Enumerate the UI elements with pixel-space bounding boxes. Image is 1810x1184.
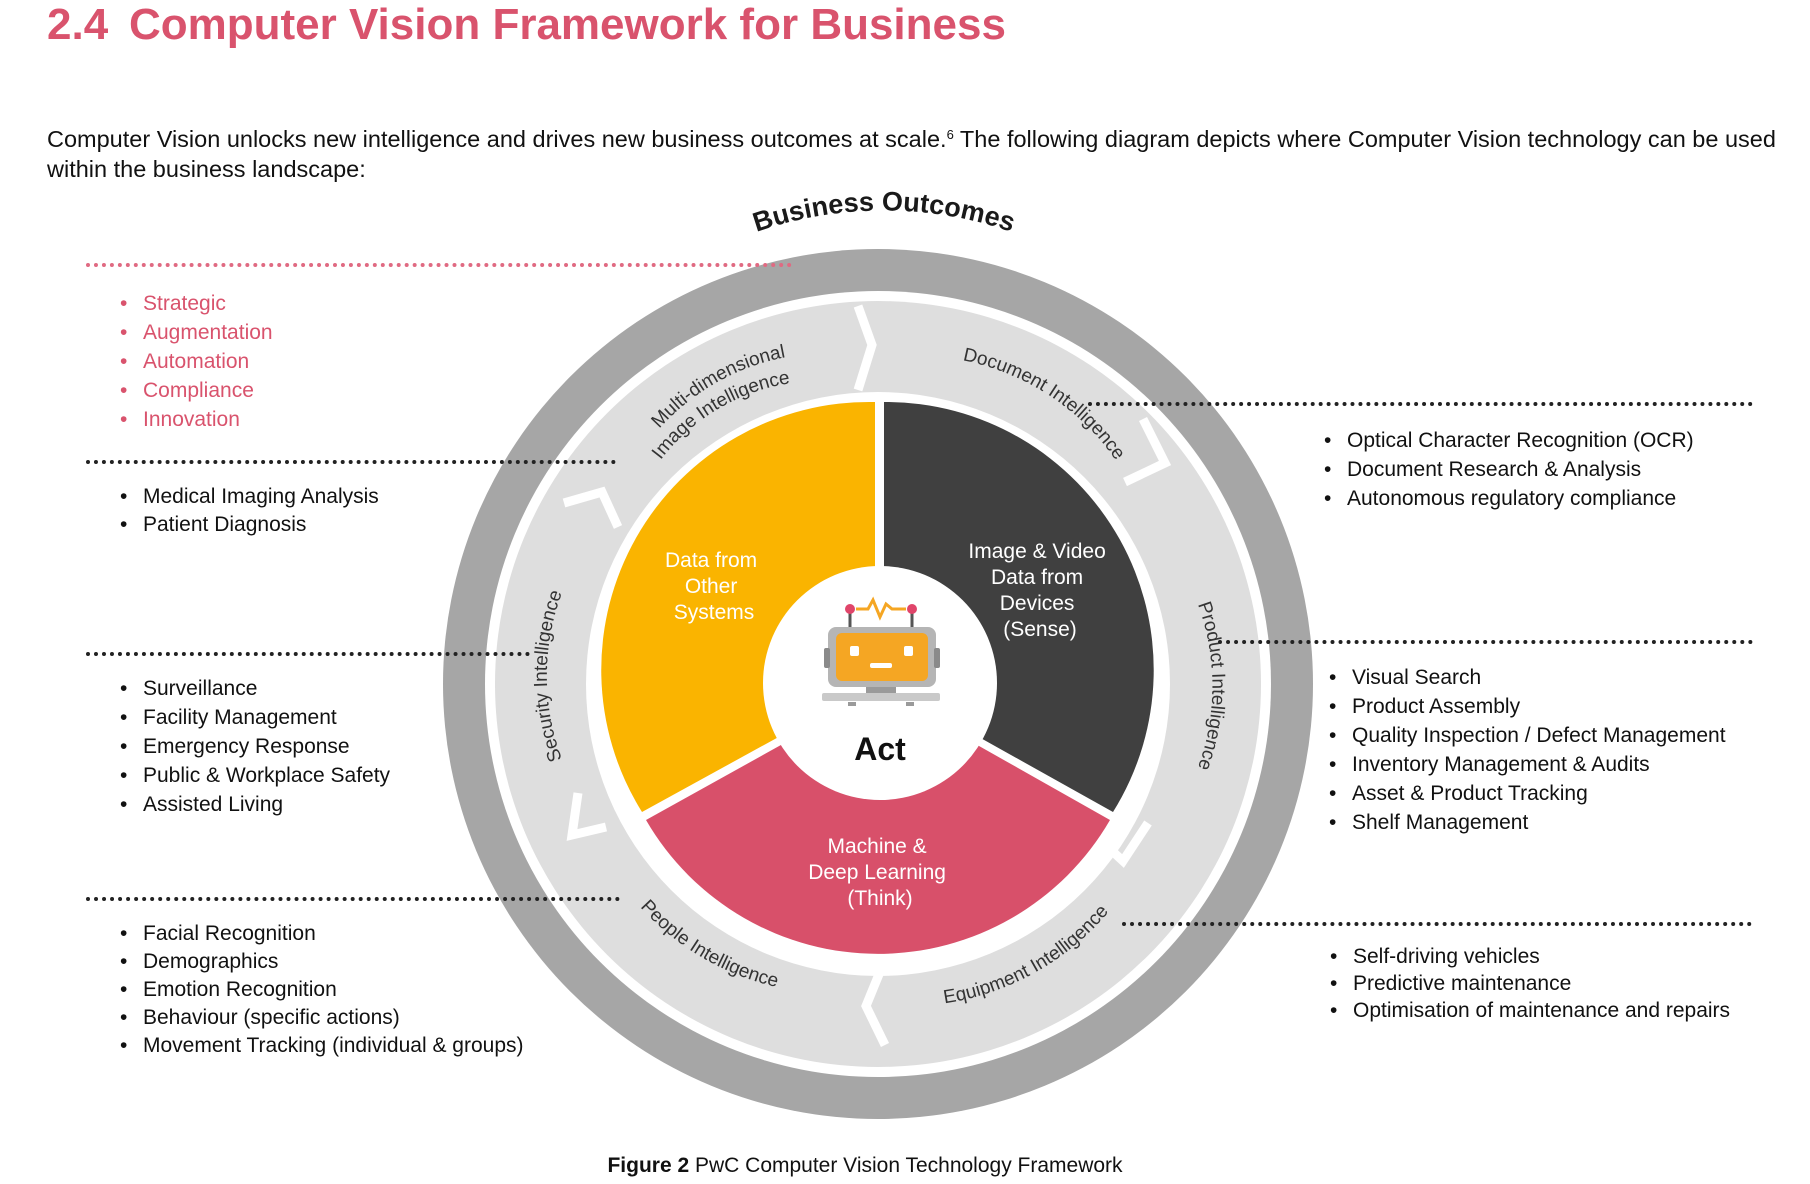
business-outcomes-list: Strategic Augmentation Automation Compli… — [118, 289, 273, 434]
business-outcomes-text: Business Outcomes — [749, 186, 1019, 237]
other-systems-label-line: Other — [685, 575, 738, 598]
image-intelligence-list: Medical Imaging Analysis Patient Diagnos… — [118, 483, 379, 539]
list-item: Autonomous regulatory compliance — [1322, 484, 1694, 513]
list-item: Augmentation — [118, 318, 273, 347]
act-label: Act — [854, 731, 906, 767]
list-item: Strategic — [118, 289, 273, 318]
list-item: Innovation — [118, 405, 273, 434]
sense-label-line: Devices — [1000, 592, 1075, 615]
think-label-line: Deep Learning — [808, 861, 946, 884]
list-item: Emotion Recognition — [118, 976, 524, 1004]
equipment-intelligence-leader — [1122, 922, 1752, 926]
people-intelligence-list: Facial Recognition Demographics Emotion … — [118, 920, 524, 1060]
list-item: Assisted Living — [118, 790, 390, 819]
list-item: Public & Workplace Safety — [118, 761, 390, 790]
list-item: Document Research & Analysis — [1322, 455, 1694, 484]
sense-label-line: Data from — [991, 566, 1083, 589]
list-item: Movement Tracking (individual & groups) — [118, 1032, 524, 1060]
list-item: Optical Character Recognition (OCR) — [1322, 426, 1694, 455]
list-item: Visual Search — [1327, 663, 1726, 692]
footnote-reference[interactable]: 6 — [946, 127, 954, 142]
think-segment — [646, 690, 1110, 954]
intro-text-start: Computer Vision unlocks new intelligence… — [47, 126, 947, 152]
section-heading: 2.4 Computer Vision Framework for Busines… — [47, 0, 1006, 50]
business-outcomes-label: Business Outcomes — [749, 186, 1019, 237]
list-item: Facility Management — [118, 703, 390, 732]
business-outcomes-leader — [86, 263, 792, 267]
section-title: Computer Vision Framework for Business — [129, 0, 1006, 49]
list-item: Facial Recognition — [118, 920, 524, 948]
list-item: Surveillance — [118, 674, 390, 703]
security-intelligence-leader — [86, 652, 530, 656]
list-item: Quality Inspection / Defect Management — [1327, 721, 1726, 750]
list-item: Optimisation of maintenance and repairs — [1328, 997, 1730, 1024]
robot-icon — [822, 596, 940, 706]
people-intelligence-leader — [86, 897, 620, 901]
list-item: Self-driving vehicles — [1328, 943, 1730, 970]
equipment-intelligence-list: Self-driving vehicles Predictive mainten… — [1328, 943, 1730, 1024]
list-item: Behaviour (specific actions) — [118, 1004, 524, 1032]
document-intelligence-list: Optical Character Recognition (OCR) Docu… — [1322, 426, 1694, 513]
list-item: Compliance — [118, 376, 273, 405]
section-number: 2.4 — [47, 0, 109, 49]
think-label-line: (Think) — [847, 887, 912, 910]
other-systems-label-line: Systems — [674, 601, 755, 624]
figure-caption: Figure 2 PwC Computer Vision Technology … — [0, 1154, 1730, 1178]
list-item: Product Assembly — [1327, 692, 1726, 721]
think-label-line: Machine & — [827, 835, 926, 858]
list-item: Inventory Management & Audits — [1327, 750, 1726, 779]
intro-paragraph: Computer Vision unlocks new intelligence… — [47, 124, 1777, 184]
security-intelligence-list: Surveillance Facility Management Emergen… — [118, 674, 390, 819]
list-item: Asset & Product Tracking — [1327, 779, 1726, 808]
sense-label: Image & Video Data from Devices (Sense) — [968, 540, 1111, 641]
list-item: Emergency Response — [118, 732, 390, 761]
other-systems-label: Data from Other Systems — [665, 549, 763, 624]
list-item: Shelf Management — [1327, 808, 1726, 837]
think-label: Machine & Deep Learning (Think) — [808, 835, 952, 910]
list-item: Automation — [118, 347, 273, 376]
document-intelligence-leader — [1088, 402, 1753, 406]
list-item: Predictive maintenance — [1328, 970, 1730, 997]
list-item: Demographics — [118, 948, 524, 976]
image-intelligence-leader — [86, 460, 616, 464]
figure-caption-text: PwC Computer Vision Technology Framework — [689, 1154, 1123, 1177]
other-systems-label-line: Data from — [665, 549, 757, 572]
list-item: Patient Diagnosis — [118, 511, 379, 539]
intro-text-end: The following diagram depicts where Comp… — [47, 126, 1776, 182]
product-intelligence-list: Visual Search Product Assembly Quality I… — [1327, 663, 1726, 837]
product-intelligence-leader — [1218, 640, 1753, 644]
sense-label-line: Image & Video — [968, 540, 1105, 563]
list-item: Medical Imaging Analysis — [118, 483, 379, 511]
sense-label-line: (Sense) — [1003, 618, 1077, 641]
ring-separators — [562, 304, 1172, 1047]
figure-label: Figure 2 — [607, 1154, 690, 1177]
